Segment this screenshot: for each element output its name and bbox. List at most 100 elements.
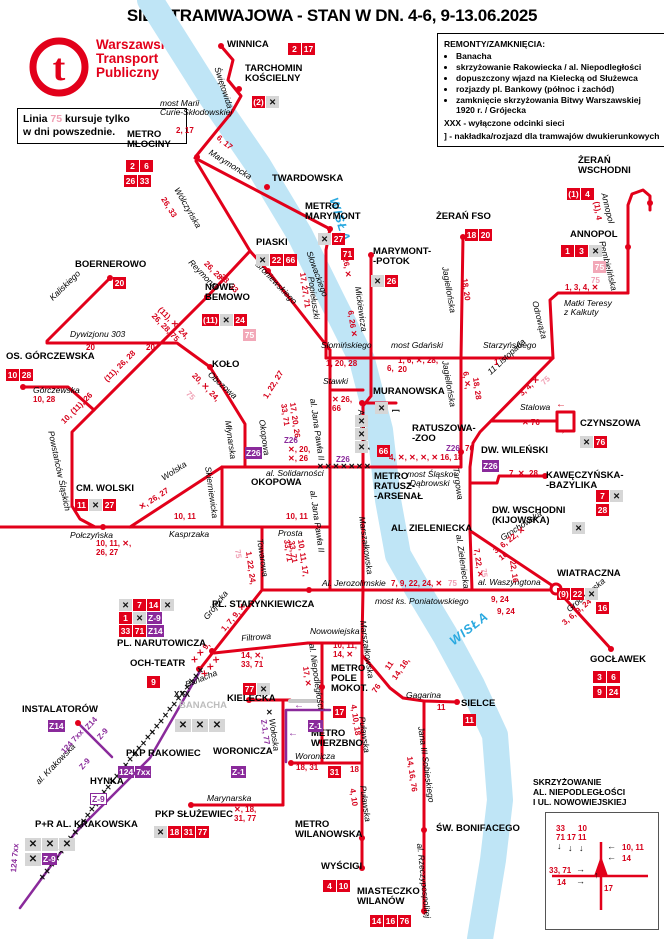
line-badge-group: (11)✕24: [202, 310, 248, 328]
station-label: TARCHOMIN KOŚCIELNY: [245, 63, 303, 84]
street-label: Dywizjonu 303: [70, 329, 126, 339]
line-badge-group: ✕: [355, 424, 369, 442]
closed-section-x-icon: ✕: [192, 671, 200, 681]
line-badge-group: Z26: [482, 456, 500, 474]
line-number-badge: 16: [384, 915, 397, 927]
closed-x-icon: ✕: [257, 683, 270, 695]
route-number-label: 10, 11, ✕, 26, 27: [96, 539, 132, 557]
line-badge-group: 1✕Z-9: [119, 608, 163, 626]
line-number-badge: 28: [20, 369, 33, 381]
route-number-label: Z26: [446, 444, 460, 453]
station-label: MARYMONT- -POTOK: [373, 246, 432, 267]
route-number-label: 14, ✕, 33, 71: [241, 651, 264, 669]
route-number-label: ✕ 76: [522, 418, 540, 427]
line-number-badge: 76: [594, 436, 607, 448]
station-label: WIATRACZNA: [557, 568, 621, 579]
legend-item: Banacha: [456, 51, 662, 61]
route-number-label: 18: [350, 765, 359, 774]
closed-section-x-icon: ✕: [348, 462, 356, 471]
closed-section-x-icon: ✕: [84, 811, 92, 820]
station-label: AL. ZIELENIECKA: [391, 523, 473, 534]
closed-x-icon: ✕: [89, 499, 102, 511]
legend-item: rozjazdy pl. Bankowy (północ i zachód): [456, 84, 662, 94]
station-label: ŚW. BONIFACEGO: [436, 823, 520, 834]
line-badge-group: 16: [596, 598, 610, 616]
station-label: TWARDOWSKA: [272, 173, 344, 184]
route-number-label: XXX: [174, 690, 191, 699]
closed-x-icon: ✕: [580, 436, 593, 448]
closed-x-icon: ✕: [209, 719, 225, 732]
route-number-label: 20: [146, 343, 155, 352]
line-badge-group: ✕26: [371, 271, 399, 289]
closed-section-x-icon: ✕: [332, 462, 340, 471]
station-label: METRO WIERZBNO: [311, 728, 363, 749]
line-number-badge: 66: [377, 445, 390, 457]
line-number-badge: 6: [607, 671, 620, 683]
route-number-label: 6,: [387, 364, 394, 373]
line-number-badge: 11: [75, 499, 88, 511]
line-badge-group: ✕: [355, 437, 369, 455]
route-number-label: 9, 24: [491, 595, 509, 604]
station-label: METRO MŁOCINY: [127, 129, 171, 150]
closed-section-x-icon: ✕: [356, 462, 363, 471]
street-label: most Śląsko- -Dąbrowski: [407, 469, 457, 488]
street-label: al. Waszyngtona: [478, 577, 541, 587]
corner-route-number: 17: [567, 833, 576, 842]
corner-arrow-icon: ←: [607, 852, 616, 862]
street-label: Al. Jerozolimskie: [322, 578, 386, 588]
legend-item: skrzyżowanie Rakowiecka / al. Niepodległ…: [456, 62, 662, 72]
line-badge-group: 71: [341, 244, 355, 262]
route-number-label: 76: [465, 444, 474, 453]
line-number-badge: Z-1: [308, 720, 323, 732]
corner-arrow-icon: ↓: [557, 841, 562, 851]
closed-section-x-icon: ✕: [131, 749, 138, 759]
line-number-badge: 1: [561, 245, 574, 257]
street-label: Starzyńskiego: [483, 340, 537, 350]
line-number-badge: 7: [596, 490, 609, 502]
line-number-badge: 14: [147, 599, 160, 611]
street-label: Gagarina: [406, 690, 441, 700]
station-label: METRO WILANOWSKA: [295, 819, 363, 840]
station-label: RATUSZOWA- -ZOO: [412, 423, 476, 444]
route-number-label: 1, 3, 4, ✕: [565, 283, 599, 292]
corner-arrow-icon: ↓: [579, 843, 584, 853]
closed-x-icon: ✕: [355, 415, 368, 427]
line-number-badge: 27: [103, 499, 116, 511]
closed-section-x-icon: ✕: [43, 866, 51, 876]
station-label: BANACHA: [179, 700, 228, 711]
closed-section-x-icon: ✕: [72, 828, 79, 837]
closed-section-x-icon: ✕: [153, 722, 161, 732]
line-number-badge: 1: [119, 612, 132, 624]
closed-x-icon: ✕: [375, 402, 388, 414]
street-label: most Marii Curie-Skłodowskiej: [160, 98, 233, 117]
closed-x-icon: ✕: [318, 233, 331, 245]
closed-section-x-icon: ✕: [149, 728, 156, 737]
closed-section-x-icon: ✕: [179, 688, 187, 698]
closed-x-icon: ✕: [154, 826, 167, 838]
closed-section-x-icon: ✕: [144, 733, 152, 743]
line-number-badge: 20: [479, 229, 492, 241]
route-number-label: 1, 20, 28: [326, 359, 358, 368]
line-badge-group: ✕: [355, 411, 369, 429]
closed-x-icon: ✕: [266, 96, 279, 108]
route-number-label: 4, ✕, ✕, ✕, ✕ 16, 18: [389, 453, 463, 462]
closed-section-x-icon: ✕: [324, 462, 332, 471]
closed-section-x-icon: ✕: [188, 677, 195, 687]
station-label: ŻERAŃ FSO: [436, 211, 491, 222]
station-label: CM. WOLSKI: [76, 483, 135, 494]
street-label: Słomińskiego: [321, 340, 372, 350]
line-badge-group: ✕27: [318, 229, 346, 247]
line-badge-group: 66: [377, 441, 391, 459]
line-number-badge: Z-1: [231, 766, 246, 778]
line-number-badge: (2): [252, 96, 265, 108]
station-label: OS. GÓRCZEWSKA: [6, 351, 95, 362]
closed-x-icon: ✕: [585, 588, 598, 600]
closed-section-x-icon: ✕: [197, 666, 204, 675]
line-badge-group: 17: [333, 702, 347, 720]
station-label: PL. NARUTOWICZA: [117, 638, 207, 649]
line-number-badge: Z-9: [42, 853, 57, 865]
legend-bracket-note: ] - nakładka/rozjazd dla tramwajów dwuki…: [444, 131, 660, 141]
